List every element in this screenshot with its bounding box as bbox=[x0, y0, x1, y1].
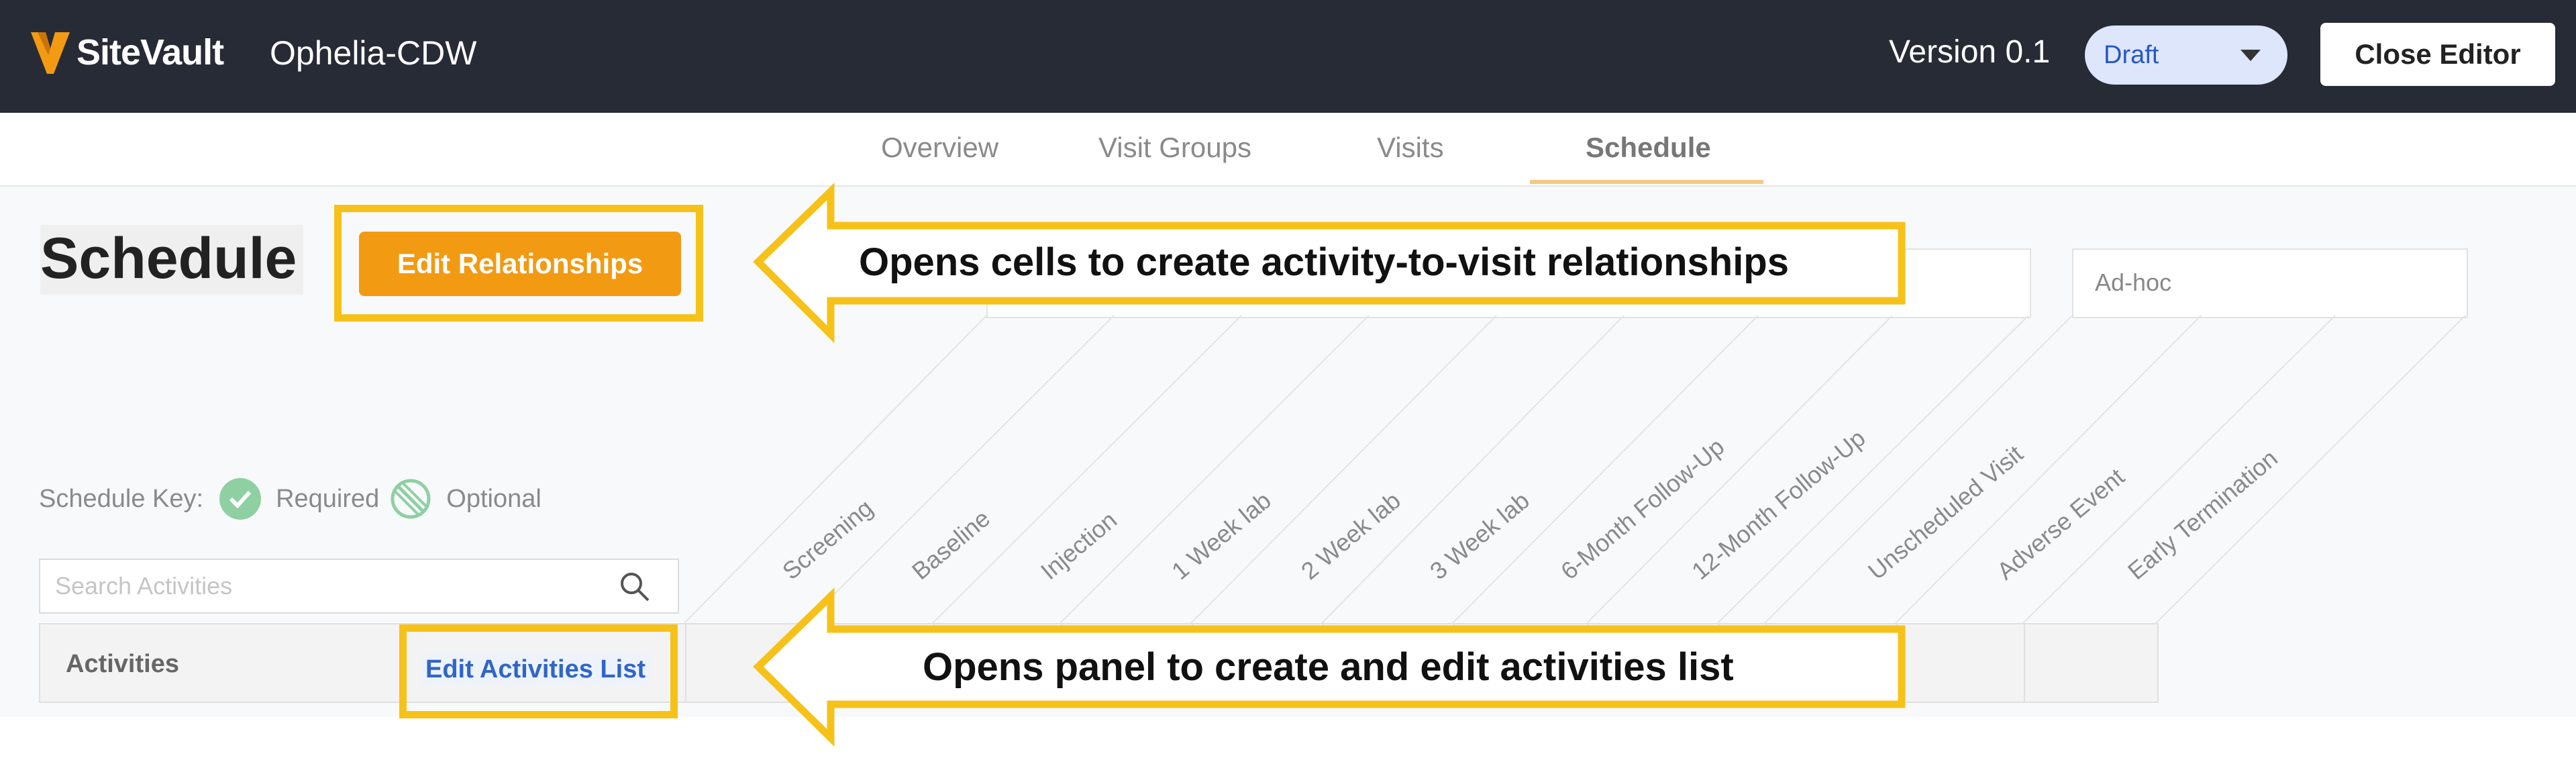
tab-bar: Overview Visit Groups Visits Schedule bbox=[0, 113, 2576, 187]
arrow-left-icon bbox=[753, 587, 1906, 747]
app-name: Ophelia-CDW bbox=[270, 34, 477, 72]
optional-label: Optional bbox=[446, 484, 542, 513]
tab-overview[interactable]: Overview bbox=[881, 132, 999, 163]
highlight-edit-activities bbox=[399, 624, 678, 718]
tab-schedule[interactable]: Schedule bbox=[1586, 132, 1711, 163]
edit-activities-list-link[interactable]: Edit Activities List bbox=[421, 654, 650, 685]
top-bar: SiteVault Ophelia-CDW Version 0.1 Draft … bbox=[0, 0, 2576, 113]
edit-relationships-button[interactable]: Edit Relationships bbox=[359, 232, 681, 296]
visit-group-adhoc-label: Ad-hoc bbox=[2095, 269, 2172, 296]
callout-edit-relationships: Opens cells to create activity-to-visit … bbox=[859, 240, 1789, 284]
status-value: Draft bbox=[2104, 40, 2159, 69]
required-label: Required bbox=[276, 484, 380, 513]
tab-visits[interactable]: Visits bbox=[1377, 132, 1444, 163]
active-tab-indicator bbox=[1530, 180, 1763, 184]
close-editor-button[interactable]: Close Editor bbox=[2320, 23, 2555, 86]
activities-column-header: Activities bbox=[66, 650, 179, 678]
tab-visit-groups[interactable]: Visit Groups bbox=[1098, 132, 1251, 163]
search-input[interactable] bbox=[54, 568, 607, 604]
arrow-left-icon bbox=[753, 182, 1906, 344]
brand-name: SiteVault bbox=[76, 32, 224, 73]
check-circle-icon bbox=[219, 478, 262, 520]
brand-logo[interactable]: SiteVault bbox=[31, 26, 224, 79]
version-label: Version 0.1 bbox=[1889, 34, 2051, 70]
caret-down-icon bbox=[2240, 49, 2261, 61]
search-icon[interactable] bbox=[617, 569, 651, 603]
visit-group-box-adhoc bbox=[2072, 248, 2468, 318]
page-title: Schedule bbox=[40, 225, 304, 295]
schedule-key: Schedule Key: Required Optional bbox=[39, 478, 542, 520]
callout-edit-activities: Opens panel to create and edit activitie… bbox=[923, 645, 1734, 689]
highlight-edit-relationships bbox=[334, 205, 703, 322]
prohibited-circle-icon bbox=[391, 479, 431, 519]
search-activities bbox=[39, 559, 679, 614]
grid-body-start bbox=[0, 717, 2576, 758]
sitevault-v-logo-icon bbox=[31, 32, 70, 74]
status-dropdown[interactable]: Draft bbox=[2085, 26, 2287, 85]
schedule-key-label: Schedule Key: bbox=[39, 484, 204, 513]
